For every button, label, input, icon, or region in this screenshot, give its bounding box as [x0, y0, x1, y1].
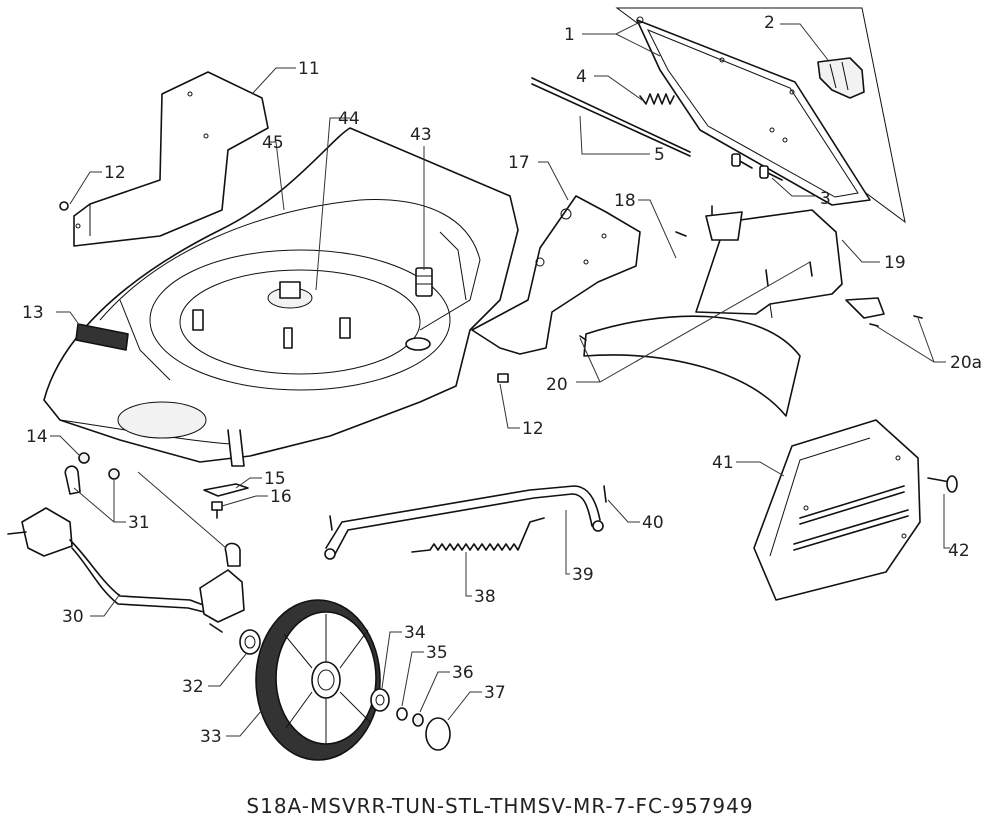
callout-44: 44 [338, 109, 360, 129]
part-3-screws [731, 153, 783, 181]
callout-36: 36 [452, 663, 474, 683]
callout-30: 30 [62, 607, 84, 627]
callout-35: 35 [426, 643, 448, 663]
callout-19: 19 [884, 253, 906, 273]
part-5-rod [531, 77, 691, 157]
part-43-fitting [415, 267, 433, 297]
part-15-16-plate-bolt [203, 483, 249, 519]
part-19-chute [695, 209, 843, 319]
callout-20a: 20a [950, 353, 982, 373]
part-32-bearing [239, 629, 261, 655]
callout-40: 40 [642, 513, 664, 533]
part-18-rear-flap [583, 315, 801, 417]
callout-41: 41 [712, 453, 734, 473]
part-14-nut [78, 452, 90, 464]
callout-labels: 1 2 3 4 5 11 12 12 13 14 15 16 17 18 19 … [22, 13, 982, 747]
callout-12-bottom: 12 [522, 419, 544, 439]
part-1-frame [615, 7, 906, 224]
callout-1: 1 [564, 25, 575, 45]
callout-43: 43 [410, 125, 432, 145]
callout-38: 38 [474, 587, 496, 607]
callout-32: 32 [182, 677, 204, 697]
callout-34: 34 [404, 623, 426, 643]
part-45-mower-deck [43, 127, 519, 467]
callout-12-top: 12 [104, 163, 126, 183]
part-12-bolts [59, 201, 509, 383]
part-39-rod [324, 485, 607, 560]
callout-39: 39 [572, 565, 594, 585]
callout-4: 4 [576, 67, 587, 87]
part-31-clips [64, 465, 241, 567]
callout-20: 20 [546, 375, 568, 395]
leader-lines [50, 21, 950, 737]
callout-45: 45 [262, 133, 284, 153]
part-11-side-guard [73, 71, 269, 247]
callout-13: 13 [22, 303, 44, 323]
callout-14: 14 [26, 427, 48, 447]
callout-3: 3 [820, 189, 831, 209]
part-34-37-hub [370, 688, 451, 751]
part-4-spring [639, 93, 675, 105]
part-2-clip [817, 57, 865, 99]
callout-42: 42 [948, 541, 970, 561]
callout-31: 31 [128, 513, 150, 533]
part-13-badge [75, 323, 129, 351]
callout-15: 15 [264, 469, 286, 489]
callout-37: 37 [484, 683, 506, 703]
part-30-axle [7, 507, 245, 633]
part-33-wheel [255, 599, 381, 761]
callout-5: 5 [654, 145, 665, 165]
callout-11: 11 [298, 59, 320, 79]
part-17-bracket [471, 195, 641, 355]
part-38-spring [411, 517, 545, 553]
part-42-bolt [927, 475, 958, 493]
part-20-screws [579, 205, 923, 341]
drawing-code: S18A-MSVRR-TUN-STL-THMSV-MR-7-FC-957949 [246, 794, 754, 818]
callout-2: 2 [764, 13, 775, 33]
callout-16: 16 [270, 487, 292, 507]
callout-33: 33 [200, 727, 222, 747]
part-41-side-panel [753, 419, 921, 601]
callout-18: 18 [614, 191, 636, 211]
callout-17: 17 [508, 153, 530, 173]
